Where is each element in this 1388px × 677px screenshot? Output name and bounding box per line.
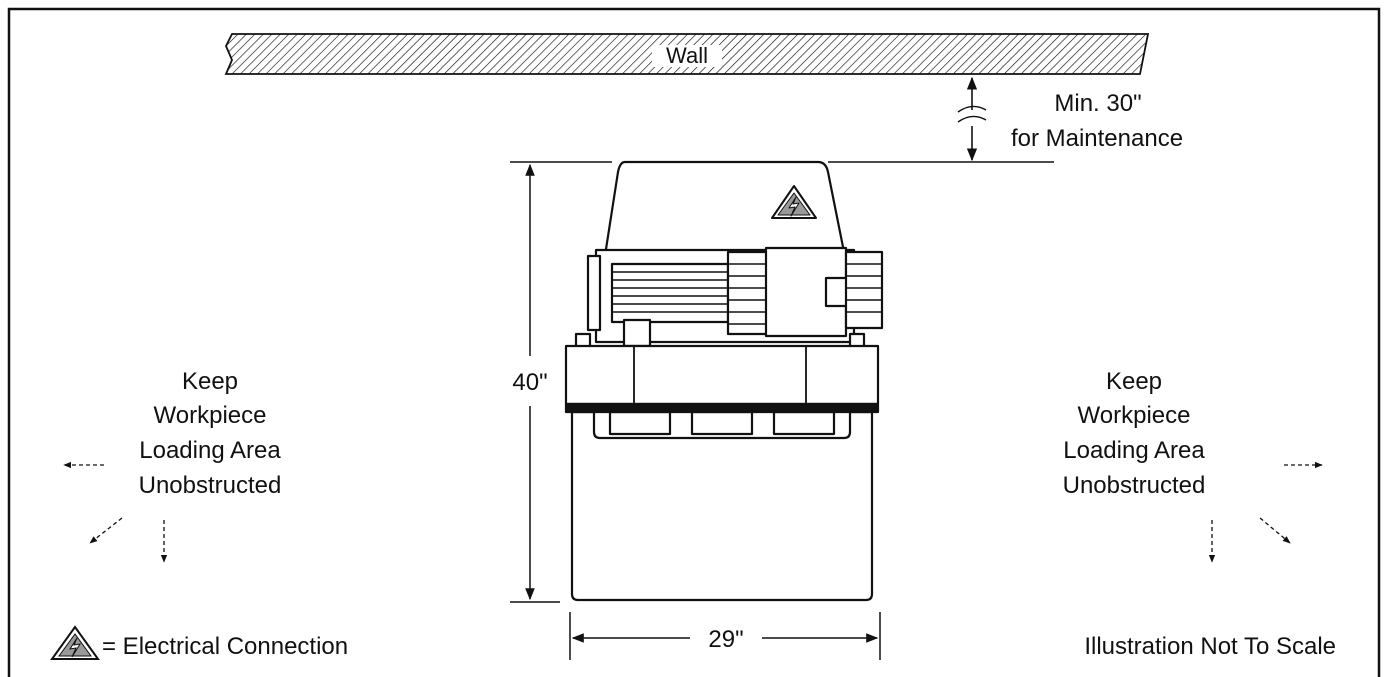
height-dimension-label: 40" — [512, 369, 547, 396]
right-note-line-1: Keep — [1106, 368, 1162, 395]
electrical-hazard-icon — [771, 185, 817, 219]
right-loading-area-note: Keep Workpiece Loading Area Unobstructed — [1063, 368, 1206, 499]
clearance-line-1: Min. 30" — [1054, 90, 1141, 117]
maintenance-clearance-dimension: Min. 30" for Maintenance — [828, 76, 1183, 163]
arrow-icon — [89, 517, 123, 544]
left-note-line-3: Loading Area — [139, 437, 281, 464]
electrical-connection-legend: = Electrical Connection — [50, 625, 348, 660]
left-note-line-4: Unobstructed — [139, 472, 282, 499]
machine-top-view — [564, 160, 884, 602]
legend-text: = Electrical Connection — [102, 633, 348, 660]
clearance-line-2: for Maintenance — [1011, 125, 1183, 152]
left-loading-area-note: Keep Workpiece Loading Area Unobstructed — [139, 368, 282, 499]
arrow-icon — [1259, 517, 1291, 544]
left-arrows — [63, 461, 168, 563]
scale-note: Illustration Not To Scale — [1084, 633, 1336, 660]
right-note-line-2: Workpiece — [1078, 402, 1191, 429]
width-dimension-label: 29" — [708, 626, 743, 653]
right-arrows — [1208, 461, 1323, 563]
wall-label: Wall — [666, 43, 708, 68]
width-dimension — [569, 612, 881, 660]
left-note-line-2: Workpiece — [154, 402, 267, 429]
electrical-hazard-icon — [50, 625, 100, 660]
left-note-line-1: Keep — [182, 368, 238, 395]
height-dimension — [510, 161, 612, 603]
diagram-frame — [7, 7, 1381, 677]
wall: Wall — [224, 33, 1150, 75]
right-note-line-4: Unobstructed — [1063, 472, 1206, 499]
right-note-line-3: Loading Area — [1063, 437, 1205, 464]
